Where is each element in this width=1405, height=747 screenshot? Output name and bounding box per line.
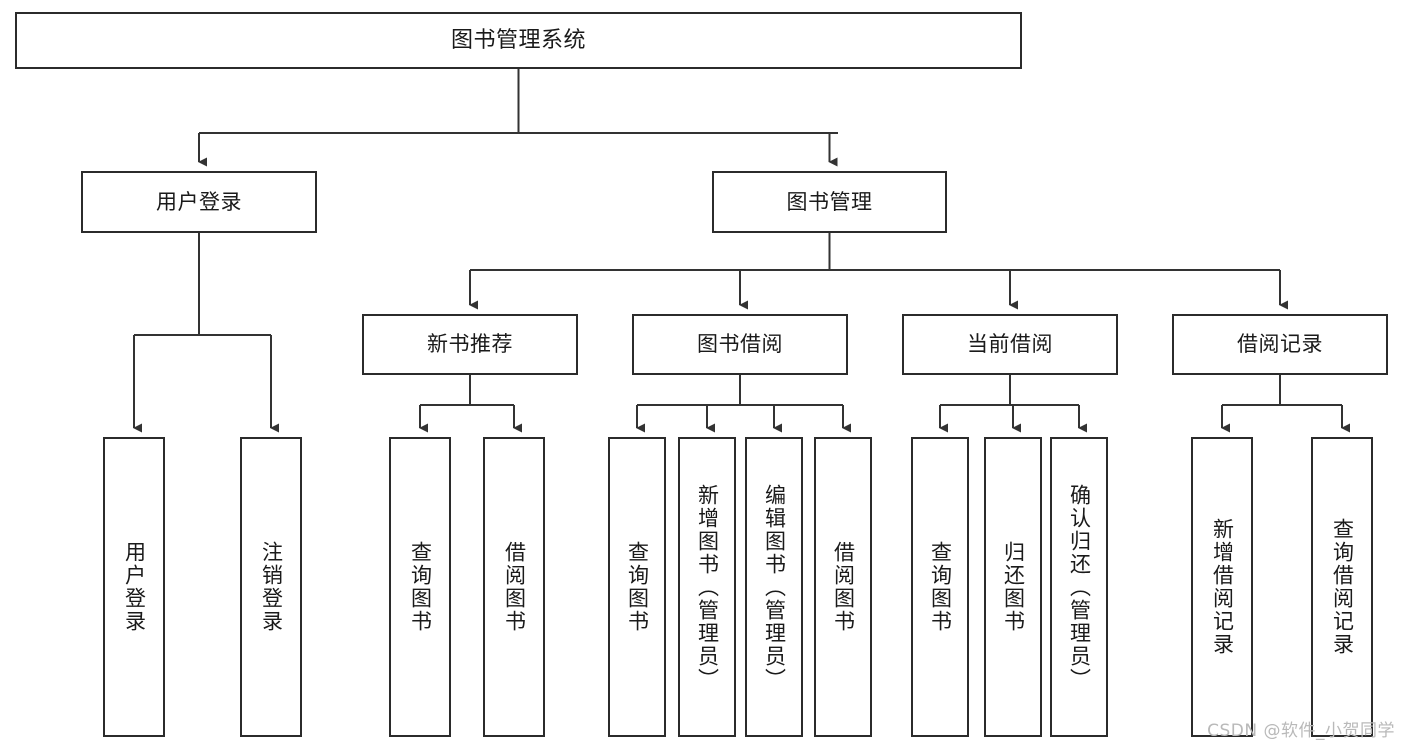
- node-label: 新书推荐: [427, 332, 513, 357]
- node-label: 借阅图书: [502, 541, 527, 633]
- node-leaf-borrow-book[interactable]: 借阅图书: [814, 437, 872, 737]
- node-label: 新增图书（管理员）: [695, 483, 720, 691]
- node-label: 借阅图书: [831, 541, 856, 633]
- node-label: 新增借阅记录: [1210, 518, 1235, 656]
- node-leaf-add-book-admin[interactable]: 新增图书（管理员）: [678, 437, 736, 737]
- node-leaf-query-book-current[interactable]: 查询图书: [911, 437, 969, 737]
- watermark: CSDN @软件_小贺同学: [1207, 721, 1395, 741]
- node-label: 查询图书: [625, 541, 650, 633]
- node-label: 借阅记录: [1237, 332, 1323, 357]
- node-label: 当前借阅: [967, 332, 1053, 357]
- node-borrowing-record[interactable]: 借阅记录: [1172, 314, 1388, 375]
- node-leaf-query-book-recommendation[interactable]: 查询图书: [389, 437, 451, 737]
- node-user-login[interactable]: 用户登录: [81, 171, 317, 233]
- node-label: 注销登录: [259, 541, 284, 633]
- node-leaf-logout[interactable]: 注销登录: [240, 437, 302, 737]
- node-book-management[interactable]: 图书管理: [712, 171, 947, 233]
- node-leaf-query-borrowing-record[interactable]: 查询借阅记录: [1311, 437, 1373, 737]
- node-label: 编辑图书（管理员）: [762, 483, 787, 691]
- node-label: 查询借阅记录: [1330, 518, 1355, 656]
- node-leaf-user-login[interactable]: 用户登录: [103, 437, 165, 737]
- node-label: 查询图书: [928, 541, 953, 633]
- node-leaf-edit-book-admin[interactable]: 编辑图书（管理员）: [745, 437, 803, 737]
- node-label: 用户登录: [156, 189, 242, 214]
- node-current-borrowing[interactable]: 当前借阅: [902, 314, 1118, 375]
- node-book-borrowing[interactable]: 图书借阅: [632, 314, 848, 375]
- node-root-book-management-system[interactable]: 图书管理系统: [15, 12, 1022, 69]
- node-label: 图书借阅: [697, 332, 783, 357]
- node-label: 查询图书: [408, 541, 433, 633]
- node-leaf-query-book-borrowing[interactable]: 查询图书: [608, 437, 666, 737]
- node-leaf-confirm-return-admin[interactable]: 确认归还（管理员）: [1050, 437, 1108, 737]
- node-label: 归还图书: [1001, 541, 1026, 633]
- node-label: 用户登录: [122, 541, 147, 633]
- node-label: 图书管理系统: [450, 27, 586, 53]
- node-new-book-recommendation[interactable]: 新书推荐: [362, 314, 578, 375]
- node-leaf-borrow-book-recommendation[interactable]: 借阅图书: [483, 437, 545, 737]
- node-leaf-add-borrowing-record[interactable]: 新增借阅记录: [1191, 437, 1253, 737]
- node-label: 确认归还（管理员）: [1067, 483, 1092, 691]
- node-leaf-return-book[interactable]: 归还图书: [984, 437, 1042, 737]
- node-label: 图书管理: [786, 189, 873, 214]
